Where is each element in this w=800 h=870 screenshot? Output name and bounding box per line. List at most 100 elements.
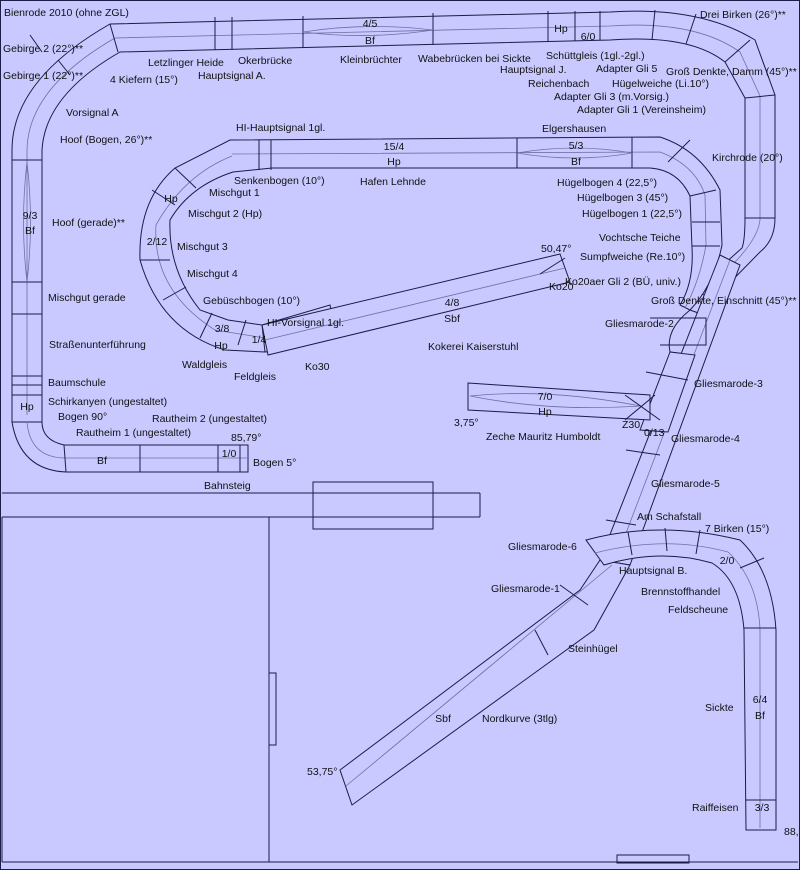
label-gliesmarode5: Gliesmarode-5 bbox=[651, 478, 720, 490]
label-nine-three-bf: Bf bbox=[25, 225, 35, 237]
label-gross-denkte-einschnitt: Groß Denkte, Einschnitt (45°)** bbox=[651, 295, 796, 307]
bahnsteig-track bbox=[11, 421, 249, 473]
label-zeche: Zeche Mauritz Humboldt bbox=[486, 431, 600, 443]
label-baumschule: Baumschule bbox=[48, 377, 106, 389]
label-hp-top: Hp bbox=[554, 23, 568, 35]
label-sickte: Sickte bbox=[705, 702, 734, 714]
label-ko20aer: Ko20aer Gli 2 (BÜ, univ.) bbox=[565, 276, 681, 288]
kokerei-track bbox=[261, 253, 571, 356]
label-kleinbruechter: Kleinbrüchter bbox=[340, 54, 402, 66]
label-bf-bottom: Bf bbox=[97, 455, 107, 467]
label-hafen-hp: Hp bbox=[387, 156, 401, 168]
label-hp-inner: Hp bbox=[164, 193, 178, 205]
label-vochtsche: Vochtsche Teiche bbox=[599, 232, 681, 244]
zeche-track bbox=[467, 382, 661, 421]
label-kokerei-sbf: Sbf bbox=[444, 313, 460, 325]
label-schirkanyen: Schirkanyen (ungestaltet) bbox=[48, 396, 167, 408]
label-mischgut1: Mischgut 1 bbox=[209, 187, 260, 199]
label-gliesmarode3: Gliesmarode-3 bbox=[694, 378, 763, 390]
label-feldgleis: Feldgleis bbox=[234, 371, 276, 383]
label-hoof-bogen: Hoof (Bogen, 26°)** bbox=[60, 134, 152, 146]
label-z30: Z30 bbox=[622, 419, 640, 431]
label-gebirge2: Gebirge 2 (22°)** bbox=[3, 43, 83, 55]
label-hp-zeche: Hp bbox=[538, 406, 552, 418]
nordkurve-track bbox=[339, 559, 631, 806]
label-rautheim2: Rautheim 2 (ungestaltet) bbox=[152, 413, 267, 425]
label-reichenbach: Reichenbach bbox=[528, 78, 589, 90]
label-gebirge1: Gebirge 1 (22°)** bbox=[3, 70, 83, 82]
label-adapter-gli5: Adapter Gli 5 bbox=[596, 63, 657, 75]
label-nordkurve: Nordkurve (3tlg) bbox=[482, 713, 557, 725]
label-schuettgleis: Schüttgleis (1gl.-2gl.) bbox=[546, 50, 645, 62]
label-two-twelve: 2/12 bbox=[147, 236, 168, 248]
label-three-eight: 3/8 bbox=[215, 323, 230, 335]
label-two-zero: 2/0 bbox=[720, 555, 735, 567]
label-bienrode: Bienrode 2010 (ohne ZGL) bbox=[4, 7, 129, 19]
label-drei-birken: Drei Birken (26°)** bbox=[700, 9, 786, 21]
label-one-four: 1/4 bbox=[252, 334, 267, 346]
label-six-four-bf: Bf bbox=[755, 710, 765, 722]
label-huegelbogen3: Hügelbogen 3 (45°) bbox=[577, 192, 668, 204]
label-hp-wald: Hp bbox=[214, 340, 228, 352]
label-brennstoff: Brennstoffhandel bbox=[641, 586, 720, 598]
label-mischgut4: Mischgut 4 bbox=[187, 268, 238, 280]
label-mischgut3: Mischgut 3 bbox=[177, 241, 228, 253]
label-hi-hauptsignal: HI-Hauptsignal 1gl. bbox=[236, 122, 325, 134]
label-huegelbogen1: Hügelbogen 1 (22,5°) bbox=[582, 208, 682, 220]
label-six-four: 6/4 bbox=[753, 694, 768, 706]
outer-loop-track bbox=[11, 9, 776, 423]
label-mischgut2: Mischgut 2 (Hp) bbox=[188, 208, 262, 220]
label-am-schafstall: Am Schafstall bbox=[637, 511, 701, 523]
label-steinhuegel: Steinhügel bbox=[568, 643, 618, 655]
label-huegelbogen4: Hügelbogen 4 (22,5°) bbox=[557, 177, 657, 189]
label-kirchrode: Kirchrode (20°) bbox=[712, 152, 783, 164]
label-bahnsteig: Bahnsteig bbox=[204, 480, 251, 492]
label-ko20-small: Ko20 bbox=[549, 281, 574, 293]
label-rautheim1: Rautheim 1 (ungestaltet) bbox=[76, 427, 191, 439]
bottom-marker bbox=[616, 854, 690, 864]
label-adapter-gli1: Adapter Gli 1 (Vereinsheim) bbox=[577, 104, 706, 116]
label-gliesmarode6: Gliesmarode-6 bbox=[508, 541, 577, 553]
label-angle-8579: 85,79° bbox=[231, 432, 261, 444]
label-gliesmarode4: Gliesmarode-4 bbox=[671, 433, 740, 445]
module-box bbox=[312, 481, 434, 530]
sickte-track bbox=[585, 527, 777, 831]
label-vorsignal-a: Vorsignal A bbox=[66, 107, 119, 119]
label-elgershausen: Elgershausen bbox=[542, 123, 606, 135]
label-hp-left: Hp bbox=[20, 401, 34, 413]
label-top-station-no: 4/5 bbox=[363, 18, 378, 30]
label-e53-bf: Bf bbox=[571, 156, 581, 168]
label-hi-vorsignal: HI-Vorsignal 1gl. bbox=[267, 317, 344, 329]
label-waldgleis: Waldgleis bbox=[182, 359, 227, 371]
label-bogen5: Bogen 5° bbox=[253, 457, 296, 469]
label-letzlinger: Letzlinger Heide bbox=[148, 57, 224, 69]
label-senkenbogen: Senkenbogen (10°) bbox=[234, 175, 325, 187]
label-angle-88: 88,7 bbox=[784, 826, 800, 838]
label-seven-zero: 7/0 bbox=[538, 391, 553, 403]
gliesmarode-track bbox=[599, 254, 741, 566]
label-wabebruecken: Wabebrücken bei Sickte bbox=[418, 53, 531, 65]
label-ko30: Ko30 bbox=[305, 361, 330, 373]
label-gross-denkte-damm: Groß Denkte, Damm (45°)** bbox=[666, 66, 797, 78]
label-kiefern: 4 Kiefern (15°) bbox=[110, 74, 178, 86]
label-okerbruecke: Okerbrücke bbox=[238, 55, 292, 67]
label-hauptsignal-b: Hauptsignal B. bbox=[619, 565, 687, 577]
label-sumpfweiche: Sumpfweiche (Re.10°) bbox=[580, 251, 685, 263]
label-hauptsignal-a: Hauptsignal A. bbox=[198, 70, 266, 82]
small-marker bbox=[268, 672, 277, 746]
label-angle-5047: 50,47° bbox=[541, 243, 571, 255]
label-gliesmarode1: Gliesmarode-1 bbox=[491, 583, 560, 595]
label-angle-5375: 53,75° bbox=[307, 766, 337, 778]
label-hafen-lehnde: Hafen Lehnde bbox=[360, 176, 426, 188]
label-strassen: Straßenunterführung bbox=[49, 339, 146, 351]
label-zero-thirteen: 0/13 bbox=[644, 427, 665, 439]
label-one-zero: 1/0 bbox=[222, 448, 237, 460]
label-sbf-nord: Sbf bbox=[435, 713, 451, 725]
label-feldscheune: Feldscheune bbox=[668, 604, 728, 616]
track-labels: Bienrode 2010 (ohne ZGL) Gebirge 2 (22°)… bbox=[3, 7, 800, 838]
label-hafen-no: 15/4 bbox=[384, 141, 405, 153]
label-e53-no: 5/3 bbox=[569, 140, 584, 152]
label-hoof-gerade: Hoof (gerade)** bbox=[52, 217, 125, 229]
label-three-three: 3/3 bbox=[755, 802, 770, 814]
